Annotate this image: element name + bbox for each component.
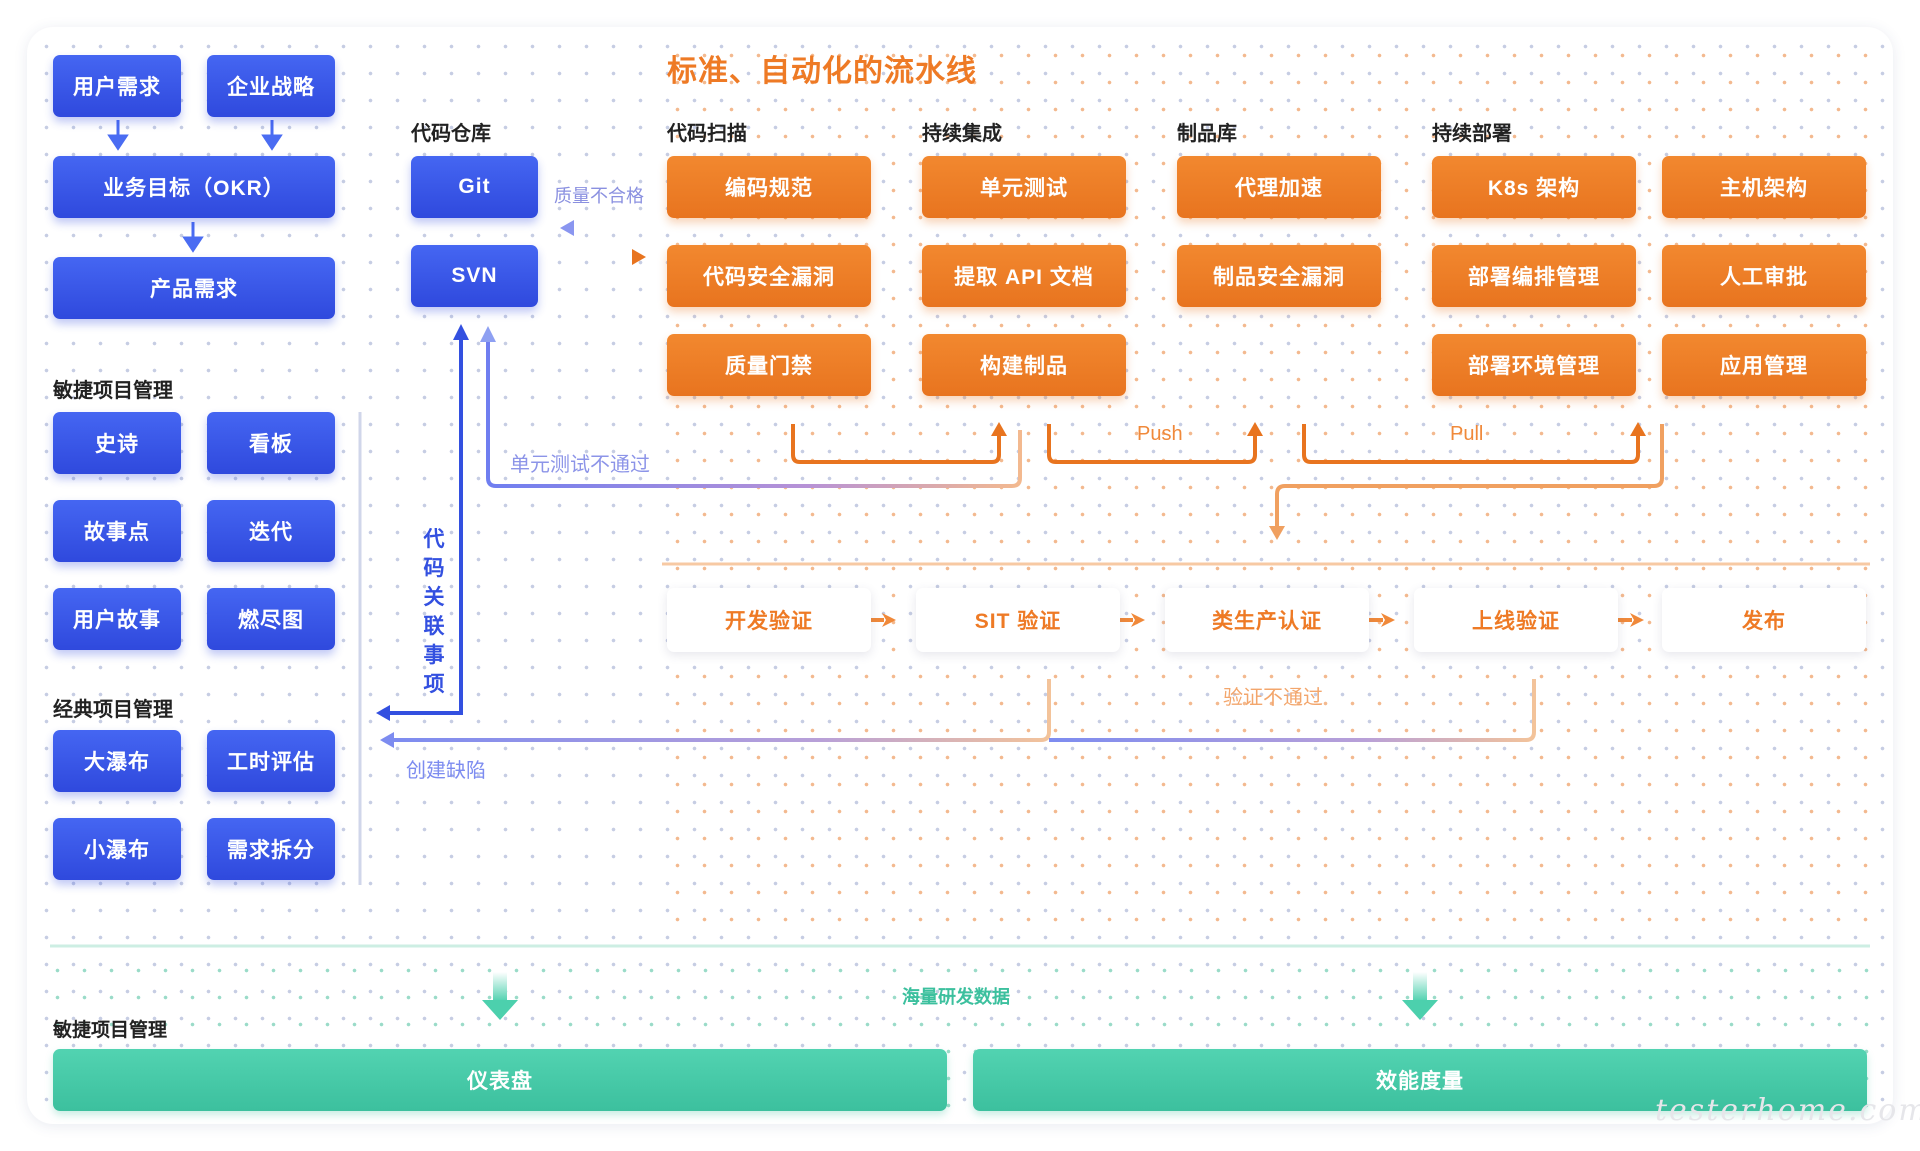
k8s-box: K8s 架构 [1432,156,1636,218]
api-doc-box: 提取 API 文档 [922,245,1126,307]
kanban-box: 看板 [207,412,335,474]
epic-box: 史诗 [53,412,181,474]
data-note: 海量研发数据 [902,987,1010,1007]
deploy-orchestration-box: 部署编排管理 [1432,245,1636,307]
coding-standard-box: 编码规范 [667,156,871,218]
submit-arrow [558,249,646,265]
pull-note: Pull [1450,423,1484,445]
quality-fail-note: 质量不合格 [554,186,644,206]
code-link-arrow [388,337,463,715]
verify-fail-note: 验证不通过 [1223,687,1323,709]
burndown-box: 燃尽图 [207,588,335,650]
agile-pm-label: 敏捷项目管理 [53,380,173,402]
story-point-box: 故事点 [53,500,181,562]
git-box: Git [411,156,538,218]
release-box: 发布 [1662,588,1866,652]
quality-fail-arrow [560,220,646,236]
classic-pm-label: 经典项目管理 [53,699,173,721]
release-down-arrow [1275,424,1664,528]
enterprise-strategy-box: 企业战略 [207,55,335,117]
repo-label: 代码仓库 [411,123,491,145]
demand-split-box: 需求拆分 [207,818,335,880]
code-security-box: 代码安全漏洞 [667,245,871,307]
preprod-cert-box: 类生产认证 [1165,588,1369,652]
push-note: Push [1137,423,1183,445]
code-link-note: 代码关联事项 [423,528,445,696]
business-okr-box: 业务目标（OKR） [53,156,335,218]
efficiency-metrics-box: 效能度量 [973,1049,1867,1111]
app-management-box: 应用管理 [1662,334,1866,396]
code-scan-label: 代码扫描 [667,123,747,145]
create-defect-arrow [394,679,1536,742]
watermark: testerhome.com [1655,1093,1920,1128]
proxy-accel-box: 代理加速 [1177,156,1381,218]
host-arch-box: 主机架构 [1662,156,1866,218]
stage-brackets [791,424,1640,464]
waterfall-box: 大瀑布 [53,730,181,792]
quality-gate-box: 质量门禁 [667,334,871,396]
manual-approval-box: 人工审批 [1662,245,1866,307]
product-demand-box: 产品需求 [53,257,335,319]
unit-test-fail-note: 单元测试不通过 [510,454,650,476]
small-waterfall-box: 小瀑布 [53,818,181,880]
iteration-box: 迭代 [207,500,335,562]
dashboard-box: 仪表盘 [53,1049,947,1111]
bracket-arrowheads [991,422,1646,436]
page-title: 标准、自动化的流水线 [667,55,977,88]
verify-chevrons [870,613,1644,627]
create-defect-note: 创建缺陷 [406,760,486,782]
user-demand-box: 用户需求 [53,55,181,117]
cd-label: 持续部署 [1432,123,1512,145]
sit-verify-box: SIT 验证 [916,588,1120,652]
left-down-arrows [107,120,283,253]
data-down-arrows [482,972,1438,1020]
artifact-security-box: 制品安全漏洞 [1177,245,1381,307]
artifact-label: 制品库 [1177,123,1237,145]
build-artifact-box: 构建制品 [922,334,1126,396]
user-story-box: 用户故事 [53,588,181,650]
bottom-agile-label: 敏捷项目管理 [53,1020,168,1041]
ci-label: 持续集成 [922,123,1002,145]
unit-test-box: 单元测试 [922,156,1126,218]
deploy-env-box: 部署环境管理 [1432,334,1636,396]
dev-verify-box: 开发验证 [667,588,871,652]
svn-box: SVN [411,245,538,307]
unit-test-fail-arrow [486,338,1022,488]
online-verify-box: 上线验证 [1414,588,1618,652]
effort-estimate-box: 工时评估 [207,730,335,792]
